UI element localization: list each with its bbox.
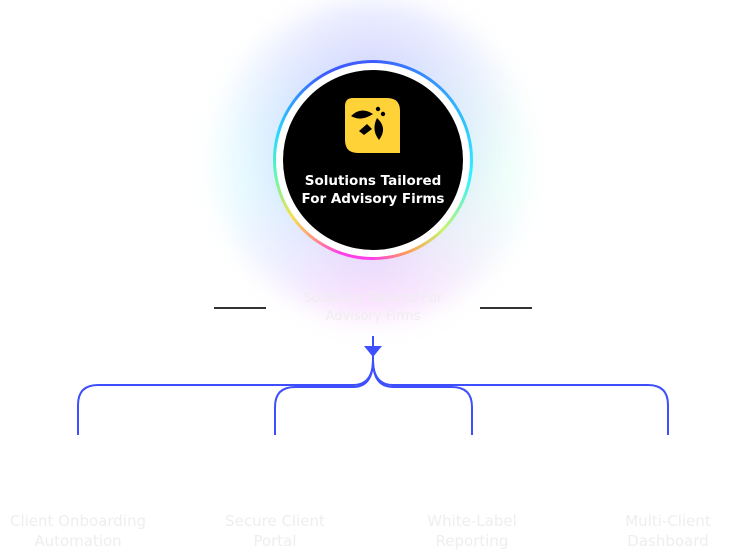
feature-label: White-Label Reporting	[427, 512, 517, 550]
feature-label: Secure Client Portal	[225, 512, 325, 550]
bee-logo-icon	[345, 98, 400, 153]
divider-left	[214, 307, 266, 309]
feature-label: Client Onboarding Automation	[9, 512, 147, 550]
hub-subtitle: Solutions Tailored For Advisory Firms	[303, 291, 443, 324]
feature-label: Multi-Client Dashboard	[625, 512, 711, 550]
hub-title: Solutions Tailored For Advisory Firms	[301, 173, 445, 207]
divider-right	[480, 307, 532, 309]
arrow-down-icon	[364, 346, 382, 357]
